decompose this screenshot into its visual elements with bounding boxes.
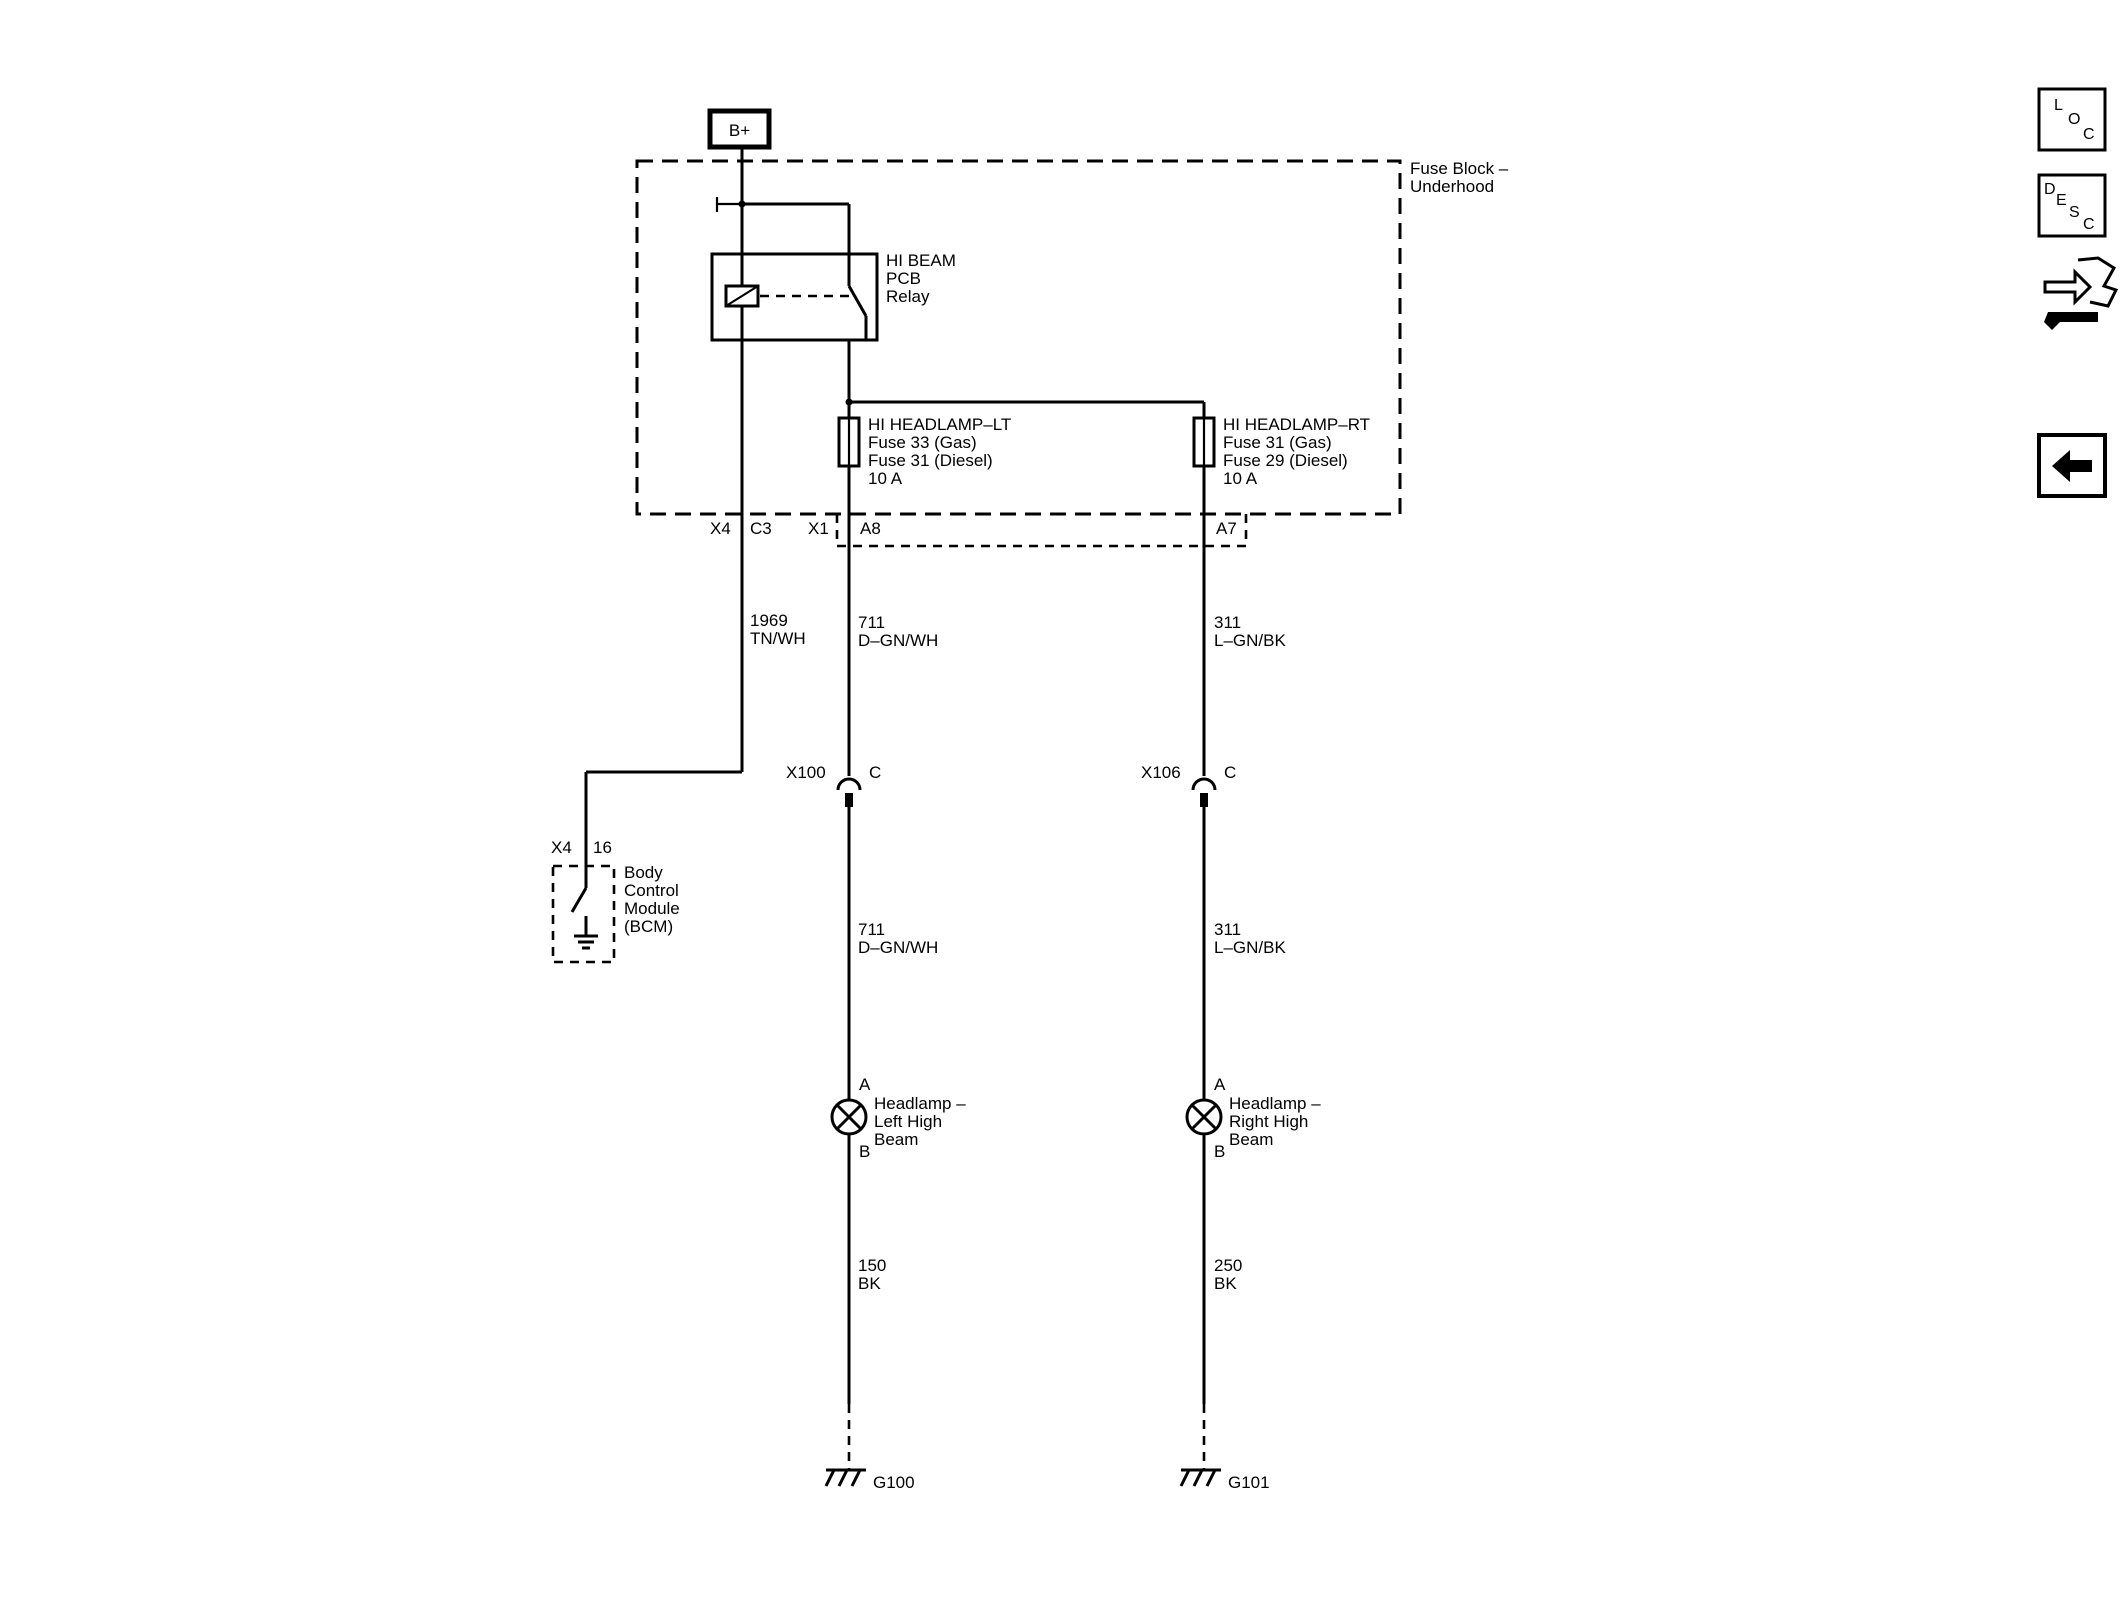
relay-label-3: Relay bbox=[886, 287, 930, 306]
svg-text:E: E bbox=[2056, 192, 2067, 209]
lamp-right-label-3: Beam bbox=[1229, 1130, 1273, 1149]
ground-g101-label: G101 bbox=[1228, 1473, 1270, 1492]
fuse-block-subtitle: Underhood bbox=[1410, 177, 1494, 196]
bcm-label-2: Control bbox=[624, 881, 679, 900]
wire-311b-number: 311 bbox=[1214, 920, 1241, 939]
fuse-block-title: Fuse Block – bbox=[1410, 159, 1509, 178]
wire-711b-number: 711 bbox=[858, 920, 885, 939]
fuse-block-outline bbox=[635, 159, 1402, 516]
battery-label: B+ bbox=[729, 121, 750, 140]
connector-tools-button[interactable] bbox=[2043, 256, 2119, 330]
fuse-lt-name: HI HEADLAMP–LT bbox=[868, 415, 1011, 434]
wire-150-number: 150 bbox=[858, 1256, 886, 1275]
lamp-left-pin-a: A bbox=[859, 1075, 871, 1094]
headlamp-left-high-beam bbox=[830, 1098, 868, 1136]
wire-711a-number: 711 bbox=[858, 613, 885, 632]
wire-711a-color: D–GN/WH bbox=[858, 631, 938, 650]
description-button[interactable]: D E S C bbox=[2037, 173, 2107, 238]
fb-x1-label: X1 bbox=[808, 519, 829, 538]
wire-311a-color: L–GN/BK bbox=[1214, 631, 1286, 650]
back-button[interactable] bbox=[2037, 433, 2107, 498]
fuse-lt-rating: 10 A bbox=[868, 469, 903, 488]
fb-a8-label: A8 bbox=[860, 519, 881, 538]
battery-positive-terminal: B+ bbox=[707, 108, 772, 150]
x106-cavity-label: C bbox=[1224, 763, 1236, 782]
bcm-label-4: (BCM) bbox=[624, 917, 673, 936]
fuse-rt-diesel: Fuse 29 (Diesel) bbox=[1223, 451, 1348, 470]
wire-311a-number: 311 bbox=[1214, 613, 1241, 632]
svg-text:D: D bbox=[2044, 181, 2056, 198]
lamp-left-label-3: Beam bbox=[874, 1130, 918, 1149]
svg-text:O: O bbox=[2068, 111, 2080, 128]
x100-cavity-label: C bbox=[869, 763, 881, 782]
internal-hook bbox=[715, 197, 742, 212]
bcm-connector-label: X4 bbox=[551, 838, 572, 857]
connector-x106 bbox=[1191, 777, 1217, 807]
svg-text:C: C bbox=[2083, 126, 2095, 143]
relay-label-1: HI BEAM bbox=[886, 251, 956, 270]
relay-label-2: PCB bbox=[886, 269, 921, 288]
svg-text:S: S bbox=[2069, 204, 2080, 221]
bcm-switch bbox=[570, 887, 588, 913]
location-button[interactable]: L O C bbox=[2037, 87, 2107, 152]
lamp-right-pin-a: A bbox=[1214, 1075, 1226, 1094]
bcm-pin-label: 16 bbox=[593, 838, 612, 857]
fb-a7-label: A7 bbox=[1216, 519, 1237, 538]
ground-g100-label: G100 bbox=[873, 1473, 915, 1492]
lamp-right-label-1: Headlamp – bbox=[1229, 1094, 1321, 1113]
fb-x4-label: X4 bbox=[710, 519, 731, 538]
lamp-left-label-2: Left High bbox=[874, 1112, 942, 1131]
wire-250-number: 250 bbox=[1214, 1256, 1242, 1275]
svg-text:L: L bbox=[2054, 97, 2063, 114]
headlamp-right-high-beam bbox=[1185, 1098, 1223, 1136]
wire-250-color: BK bbox=[1214, 1274, 1237, 1293]
lamp-right-pin-b: B bbox=[1214, 1142, 1225, 1161]
connector-tools-icon bbox=[2043, 256, 2119, 330]
relay-switch-contact bbox=[847, 285, 868, 317]
fb-c3-label: C3 bbox=[750, 519, 772, 538]
ground-g100-symbol bbox=[824, 1468, 866, 1487]
lamp-left-pin-b: B bbox=[859, 1142, 870, 1161]
lamp-left-label-1: Headlamp – bbox=[874, 1094, 966, 1113]
hi-beam-relay bbox=[710, 252, 879, 342]
bcm-label-1: Body bbox=[624, 863, 663, 882]
wire-1969-color: TN/WH bbox=[750, 629, 806, 648]
lamp-right-label-2: Right High bbox=[1229, 1112, 1308, 1131]
fuse-lt-diesel: Fuse 31 (Diesel) bbox=[868, 451, 993, 470]
fuse-rt-name: HI HEADLAMP–RT bbox=[1223, 415, 1370, 434]
x100-label: X100 bbox=[786, 763, 826, 782]
x106-label: X106 bbox=[1141, 763, 1181, 782]
wire-711b-color: D–GN/WH bbox=[858, 938, 938, 957]
x1-connector-outline bbox=[835, 514, 1248, 548]
body-control-module bbox=[551, 864, 616, 964]
wire-1969-number: 1969 bbox=[750, 611, 788, 630]
fuse-rt-rating: 10 A bbox=[1223, 469, 1258, 488]
ground-g101-symbol bbox=[1179, 1468, 1221, 1487]
fuse-rt-gas: Fuse 31 (Gas) bbox=[1223, 433, 1332, 452]
wire-311b-color: L–GN/BK bbox=[1214, 938, 1286, 957]
description-icon: D E S C bbox=[2044, 181, 2095, 233]
fuse-lt-gas: Fuse 33 (Gas) bbox=[868, 433, 977, 452]
location-icon: L O C bbox=[2054, 97, 2095, 143]
connector-x100 bbox=[836, 777, 862, 807]
back-arrow-icon bbox=[2052, 450, 2092, 482]
bcm-label-3: Module bbox=[624, 899, 680, 918]
svg-text:C: C bbox=[2083, 216, 2095, 233]
wire-150-color: BK bbox=[858, 1274, 881, 1293]
